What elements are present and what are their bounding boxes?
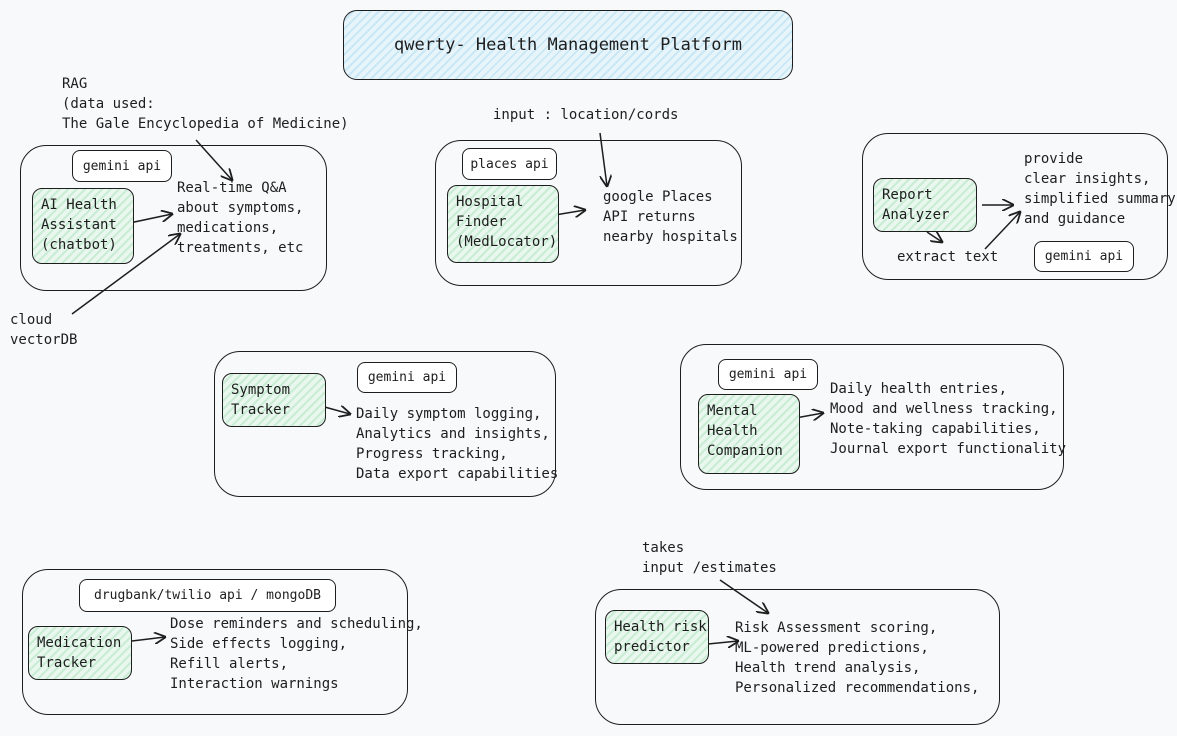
- arrow-rag-to-qa: [195, 139, 232, 180]
- arrow-extract-to-insights: [984, 212, 1020, 250]
- symptom-tracker-description: Daily symptom logging, Analytics and ins…: [356, 406, 559, 482]
- symptom-tracker-node: Symptom Tracker: [222, 373, 326, 427]
- hospital-finder-api-badge: places api: [462, 148, 557, 180]
- hospital-finder-node: Hospital Finder (MedLocator): [447, 185, 559, 263]
- vectordb-note: cloud vectorDB: [10, 312, 78, 348]
- location-input-note: input : location/cords: [493, 107, 679, 123]
- takes-input-note: takes input /estimates: [642, 540, 777, 576]
- arrow-risk-to-desc: [707, 641, 738, 644]
- arrow-location-to-places: [599, 132, 607, 186]
- medication-tracker-node: Medication Tracker: [28, 626, 132, 680]
- mental-health-description: Daily health entries, Mood and wellness …: [830, 381, 1067, 457]
- risk-predictor-frame: [595, 589, 1000, 725]
- ai-assistant-description: Real-time Q&A about symptoms, medication…: [177, 180, 304, 256]
- ai-health-assistant-node: AI Health Assistant (chatbot): [32, 188, 134, 264]
- hospital-finder-description: google Places API returns nearby hospita…: [603, 189, 738, 245]
- mental-health-frame: [680, 344, 1064, 490]
- extract-text-note: extract text: [897, 249, 999, 265]
- report-analyzer-api-badge: gemini api: [1034, 241, 1134, 272]
- ai-assistant-frame: [20, 145, 327, 291]
- ai-assistant-api-badge: gemini api: [72, 150, 172, 182]
- symptom-tracker-api-badge: gemini api: [357, 362, 457, 393]
- rag-note: RAG (data used: The Gale Encyclopedia of…: [62, 76, 349, 132]
- mental-health-api-badge: gemini api: [718, 359, 818, 390]
- report-analyzer-frame: [862, 133, 1168, 280]
- hospital-finder-frame: [435, 140, 742, 286]
- medication-tracker-api-badge: drugbank/twilio api / mongoDB: [79, 579, 336, 612]
- mental-health-companion-node: Mental Health Companion: [698, 394, 800, 474]
- arrow-medication-to-desc: [131, 637, 165, 641]
- arrow-vectordb-to-qa: [71, 234, 180, 315]
- report-analyzer-node: Report Analyzer: [873, 178, 977, 232]
- medication-tracker-frame: [22, 569, 408, 715]
- arrow-analyzer-to-extract: [926, 232, 942, 242]
- risk-predictor-description: Risk Assessment scoring, ML-powered pred…: [735, 620, 980, 696]
- report-analyzer-description: provide clear insights, simplified summa…: [1024, 151, 1177, 227]
- health-risk-predictor-node: Health risk predictor: [605, 610, 709, 664]
- symptom-tracker-frame: [214, 351, 556, 497]
- medication-tracker-description: Dose reminders and scheduling, Side effe…: [170, 616, 423, 692]
- arrow-takes-to-risk: [719, 579, 768, 613]
- platform-title: qwerty- Health Management Platform: [343, 10, 793, 80]
